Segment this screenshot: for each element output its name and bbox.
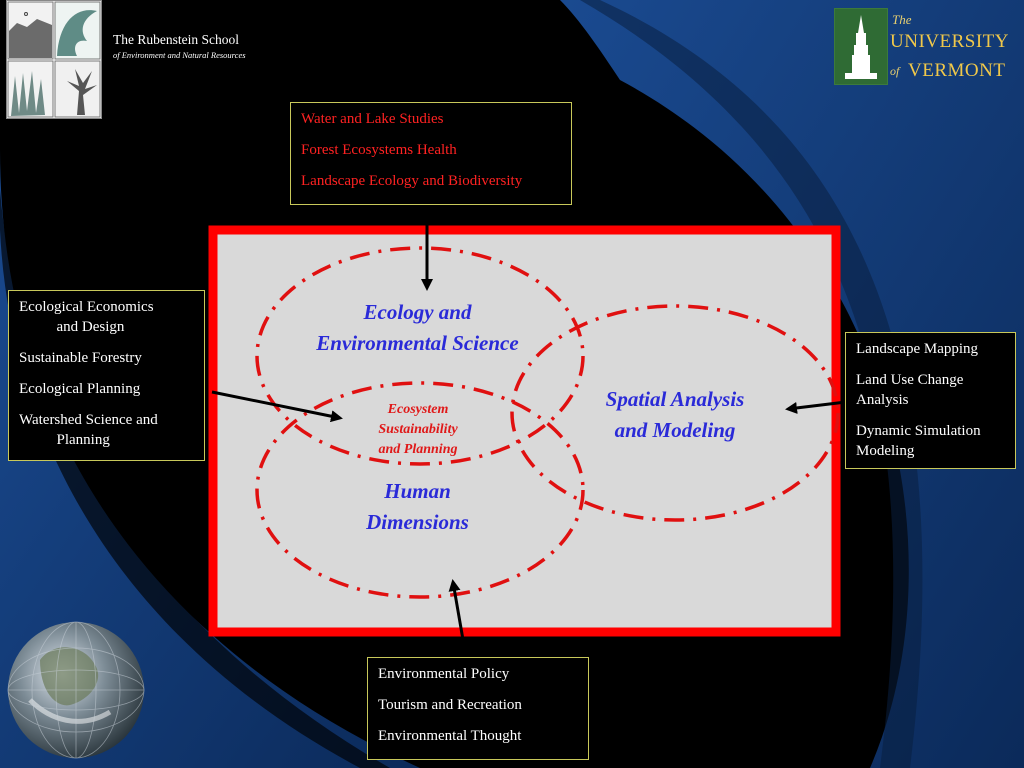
center-label: Ecosystem Sustainability and Planning	[378, 402, 458, 457]
tower-icon	[835, 9, 887, 84]
list-item: Ecological Planning	[19, 381, 141, 397]
list-item: Landscape Mapping	[856, 341, 979, 357]
ecology-circle	[255, 246, 585, 466]
human-label: Human Dimensions	[366, 479, 469, 534]
research-box-left: Ecological Economics and Design Sustaina…	[8, 290, 205, 461]
list-item: Sustainable Forestry	[19, 350, 142, 366]
spatial-label: Spatial Analysis and Modeling	[605, 387, 745, 442]
spatial-circle	[510, 304, 840, 522]
research-box-top: Water and Lake Studies Forest Ecosystems…	[290, 102, 572, 205]
list-item: Tourism and Recreation	[378, 697, 522, 713]
list-item: Land Use Change Analysis	[856, 372, 964, 408]
list-item: Dynamic Simulation Modeling	[856, 423, 981, 459]
university-logo	[834, 8, 888, 85]
human-circle	[255, 381, 585, 599]
list-item: Watershed Science and Planning	[19, 412, 158, 448]
university-of: of	[890, 64, 900, 78]
ecology-label: Ecology and Environmental Science	[316, 300, 519, 355]
arrow-bottom	[448, 579, 468, 658]
school-subtitle: of Environment and Natural Resources	[113, 50, 246, 60]
university-state: VERMONT	[908, 60, 1006, 81]
list-item: Forest Ecosystems Health	[301, 142, 457, 158]
list-item: Environmental Thought	[378, 728, 522, 744]
school-logo-art	[7, 1, 101, 118]
list-item: Water and Lake Studies	[301, 111, 444, 127]
list-item: Environmental Policy	[378, 666, 510, 682]
arrow-left	[211, 390, 343, 423]
globe-icon	[7, 621, 145, 759]
diagram-frame	[208, 225, 841, 637]
school-name: The Rubenstein School	[113, 32, 239, 47]
university-name: UNIVERSITY	[890, 31, 1009, 52]
list-item: Ecological Economics and Design	[19, 299, 154, 335]
university-the: The	[892, 12, 912, 27]
research-box-right: Landscape Mapping Land Use Change Analys…	[845, 332, 1016, 469]
school-logo	[6, 0, 102, 119]
list-item: Landscape Ecology and Biodiversity	[301, 173, 523, 189]
research-box-bottom: Environmental Policy Tourism and Recreat…	[367, 657, 589, 760]
arrow-right	[785, 400, 847, 414]
